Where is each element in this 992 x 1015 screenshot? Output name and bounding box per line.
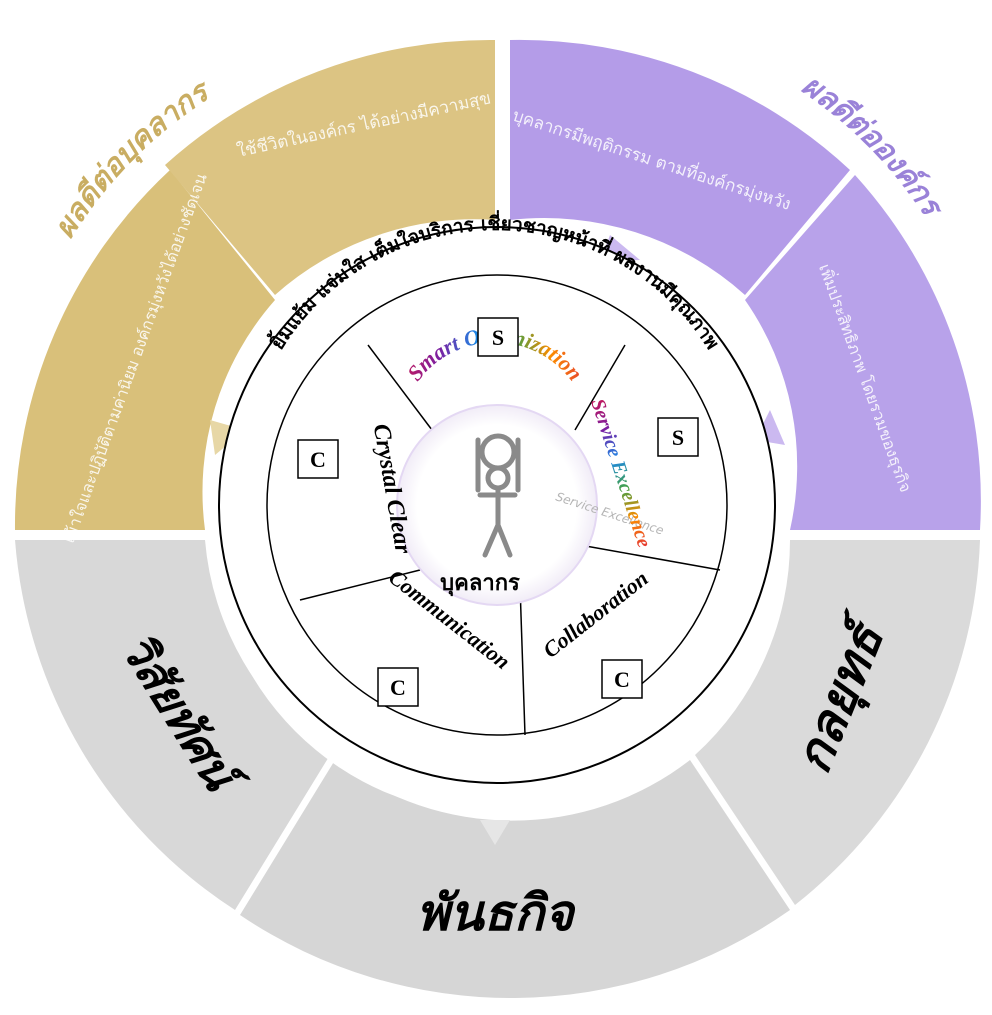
segment-people-top bbox=[165, 39, 495, 295]
person-lifting-icon bbox=[475, 433, 521, 558]
arrow-marker bbox=[480, 820, 510, 845]
segment-strategy bbox=[695, 540, 980, 905]
letter-box-collab: C bbox=[601, 659, 643, 699]
segment-people-outer bbox=[14, 170, 276, 530]
center-label: บุคลากร bbox=[440, 571, 520, 597]
segment-org-top bbox=[510, 39, 850, 295]
letter-box-comm: C bbox=[377, 667, 419, 707]
segment-dividers bbox=[299, 344, 721, 736]
letter-box-crystal: C bbox=[297, 439, 339, 479]
svg-text:S: S bbox=[492, 325, 504, 350]
mission-label: พันธกิจ bbox=[416, 884, 576, 942]
segment-mission bbox=[240, 760, 790, 999]
svg-text:C: C bbox=[310, 447, 326, 472]
svg-text:C: C bbox=[390, 675, 406, 700]
svg-text:C: C bbox=[614, 667, 630, 692]
letter-box-service: S bbox=[657, 417, 699, 457]
letter-box-smart: S bbox=[477, 317, 519, 357]
segment-vision bbox=[15, 540, 330, 910]
svg-text:S: S bbox=[672, 425, 684, 450]
segment-org-outer bbox=[745, 175, 981, 530]
